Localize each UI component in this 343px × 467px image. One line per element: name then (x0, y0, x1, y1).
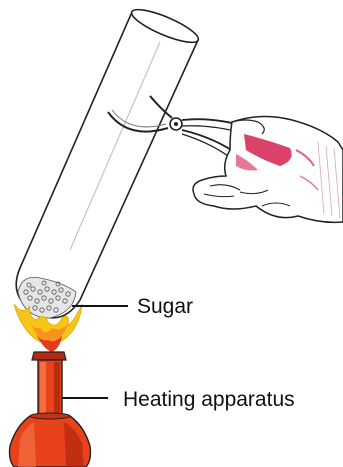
sugar-label: Sugar (137, 295, 193, 318)
heating-apparatus-label: Heating apparatus (123, 388, 295, 411)
hand (193, 116, 343, 222)
test-tube (16, 4, 201, 318)
burner (10, 352, 91, 467)
